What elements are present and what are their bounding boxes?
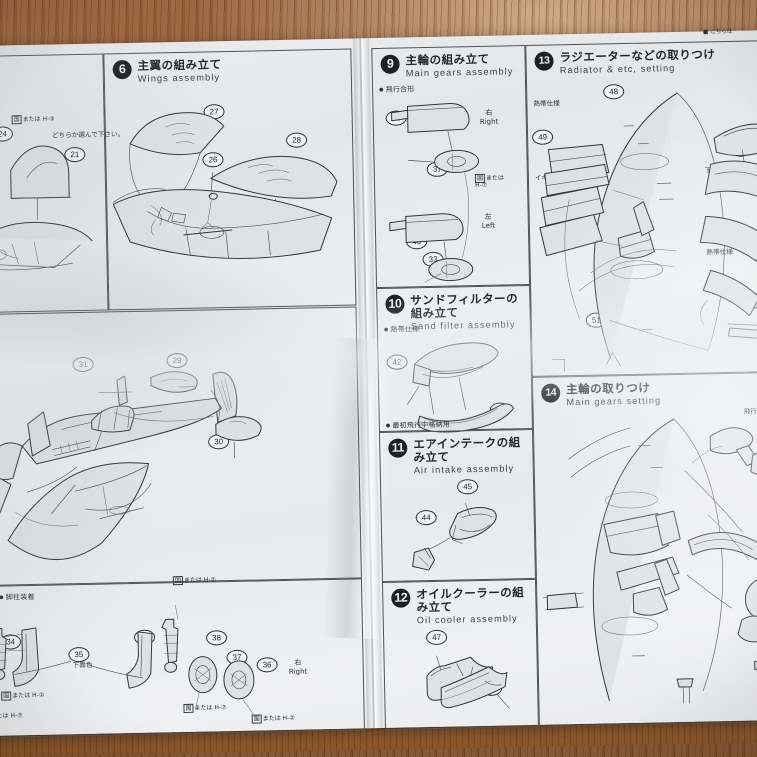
panel-12-number: 12 bbox=[391, 588, 411, 608]
panel-6-number: 6 bbox=[112, 59, 132, 80]
panel-10-title-en: Sand filter assembly bbox=[410, 319, 516, 332]
art-spitfire-overview bbox=[0, 336, 349, 584]
panel-13-title-en: Radiator & etc, setting bbox=[559, 63, 676, 76]
panel-9-number: 9 bbox=[380, 54, 400, 74]
art-panel11-airintake bbox=[381, 476, 535, 581]
art-panel13-radiator bbox=[527, 87, 757, 372]
art-panel12-oilcooler bbox=[384, 632, 538, 729]
panel-11-note-above: 最初飛行中格納用 bbox=[386, 420, 450, 431]
panel-14-title-jp: 主輪の取りつけ bbox=[566, 380, 651, 397]
panel-10-sand-filter-assembly: 10 サンドフィルターの組み立て Sand filter assembly 熱帯… bbox=[376, 284, 533, 432]
art-left-top-parts bbox=[0, 84, 113, 297]
panel-6-wings-assembly: 6 主翼の組み立て Wings assembly 27 28 26 25 bbox=[103, 48, 357, 311]
panel-14-main-gears-setting: 14 主輪の取りつけ Main gears setting 飛行中 bbox=[531, 371, 757, 727]
panel-10-number: 10 bbox=[385, 294, 405, 314]
art-panel9-gears bbox=[373, 88, 529, 281]
panel-13-number: 13 bbox=[534, 51, 554, 71]
panel-11-title-en: Air intake assembly bbox=[413, 463, 515, 476]
label-h2-top: 国または H-② bbox=[172, 574, 216, 586]
panel-14-title-en: Main gears setting bbox=[566, 395, 662, 408]
art-landing-gears-pair bbox=[0, 593, 364, 733]
panel-9-main-gears-assembly: 9 主輪の組み立て Main gears assembly 飛行合形 46 37… bbox=[371, 45, 531, 289]
art-panel10-sandfilter bbox=[378, 332, 532, 431]
corner-note-top-right: ■ こちらは bbox=[702, 28, 733, 36]
panel-left-mid-aircraft: つけ 尾 31 29 30 bbox=[0, 306, 362, 587]
panel-12-title-en: Oil cooler assembly bbox=[416, 613, 518, 626]
panel-13-radiator-setting: 13 ラジエーターなどの取りつけ Radiator & etc, setting… bbox=[525, 39, 757, 377]
panel-12-title-jp: オイルクーラーの組み立て bbox=[416, 585, 525, 615]
panel-11-title-jp: エアインテークの組み立て bbox=[413, 435, 521, 465]
panel-11-number: 11 bbox=[388, 438, 408, 458]
panel-9-title-jp: 主輪の組み立て bbox=[405, 51, 490, 68]
panel-14-number: 14 bbox=[541, 383, 561, 403]
panel-9-title-en: Main gears assembly bbox=[405, 66, 514, 79]
panel-6-title-jp: 主翼の組み立て bbox=[137, 57, 222, 73]
panel-12-oil-cooler-assembly: 12 オイルクーラーの組み立て Oil cooler assembly 47 4… bbox=[381, 578, 539, 730]
art-panel14-gears-setting bbox=[534, 413, 757, 718]
art-panel6-wings bbox=[105, 80, 355, 300]
panel-10-title-jp: サンドフィルターの組み立て bbox=[410, 291, 519, 321]
panel-11-air-intake-assembly: 11 エアインテークの組み立て Air intake assembly 最初飛行… bbox=[378, 421, 536, 583]
